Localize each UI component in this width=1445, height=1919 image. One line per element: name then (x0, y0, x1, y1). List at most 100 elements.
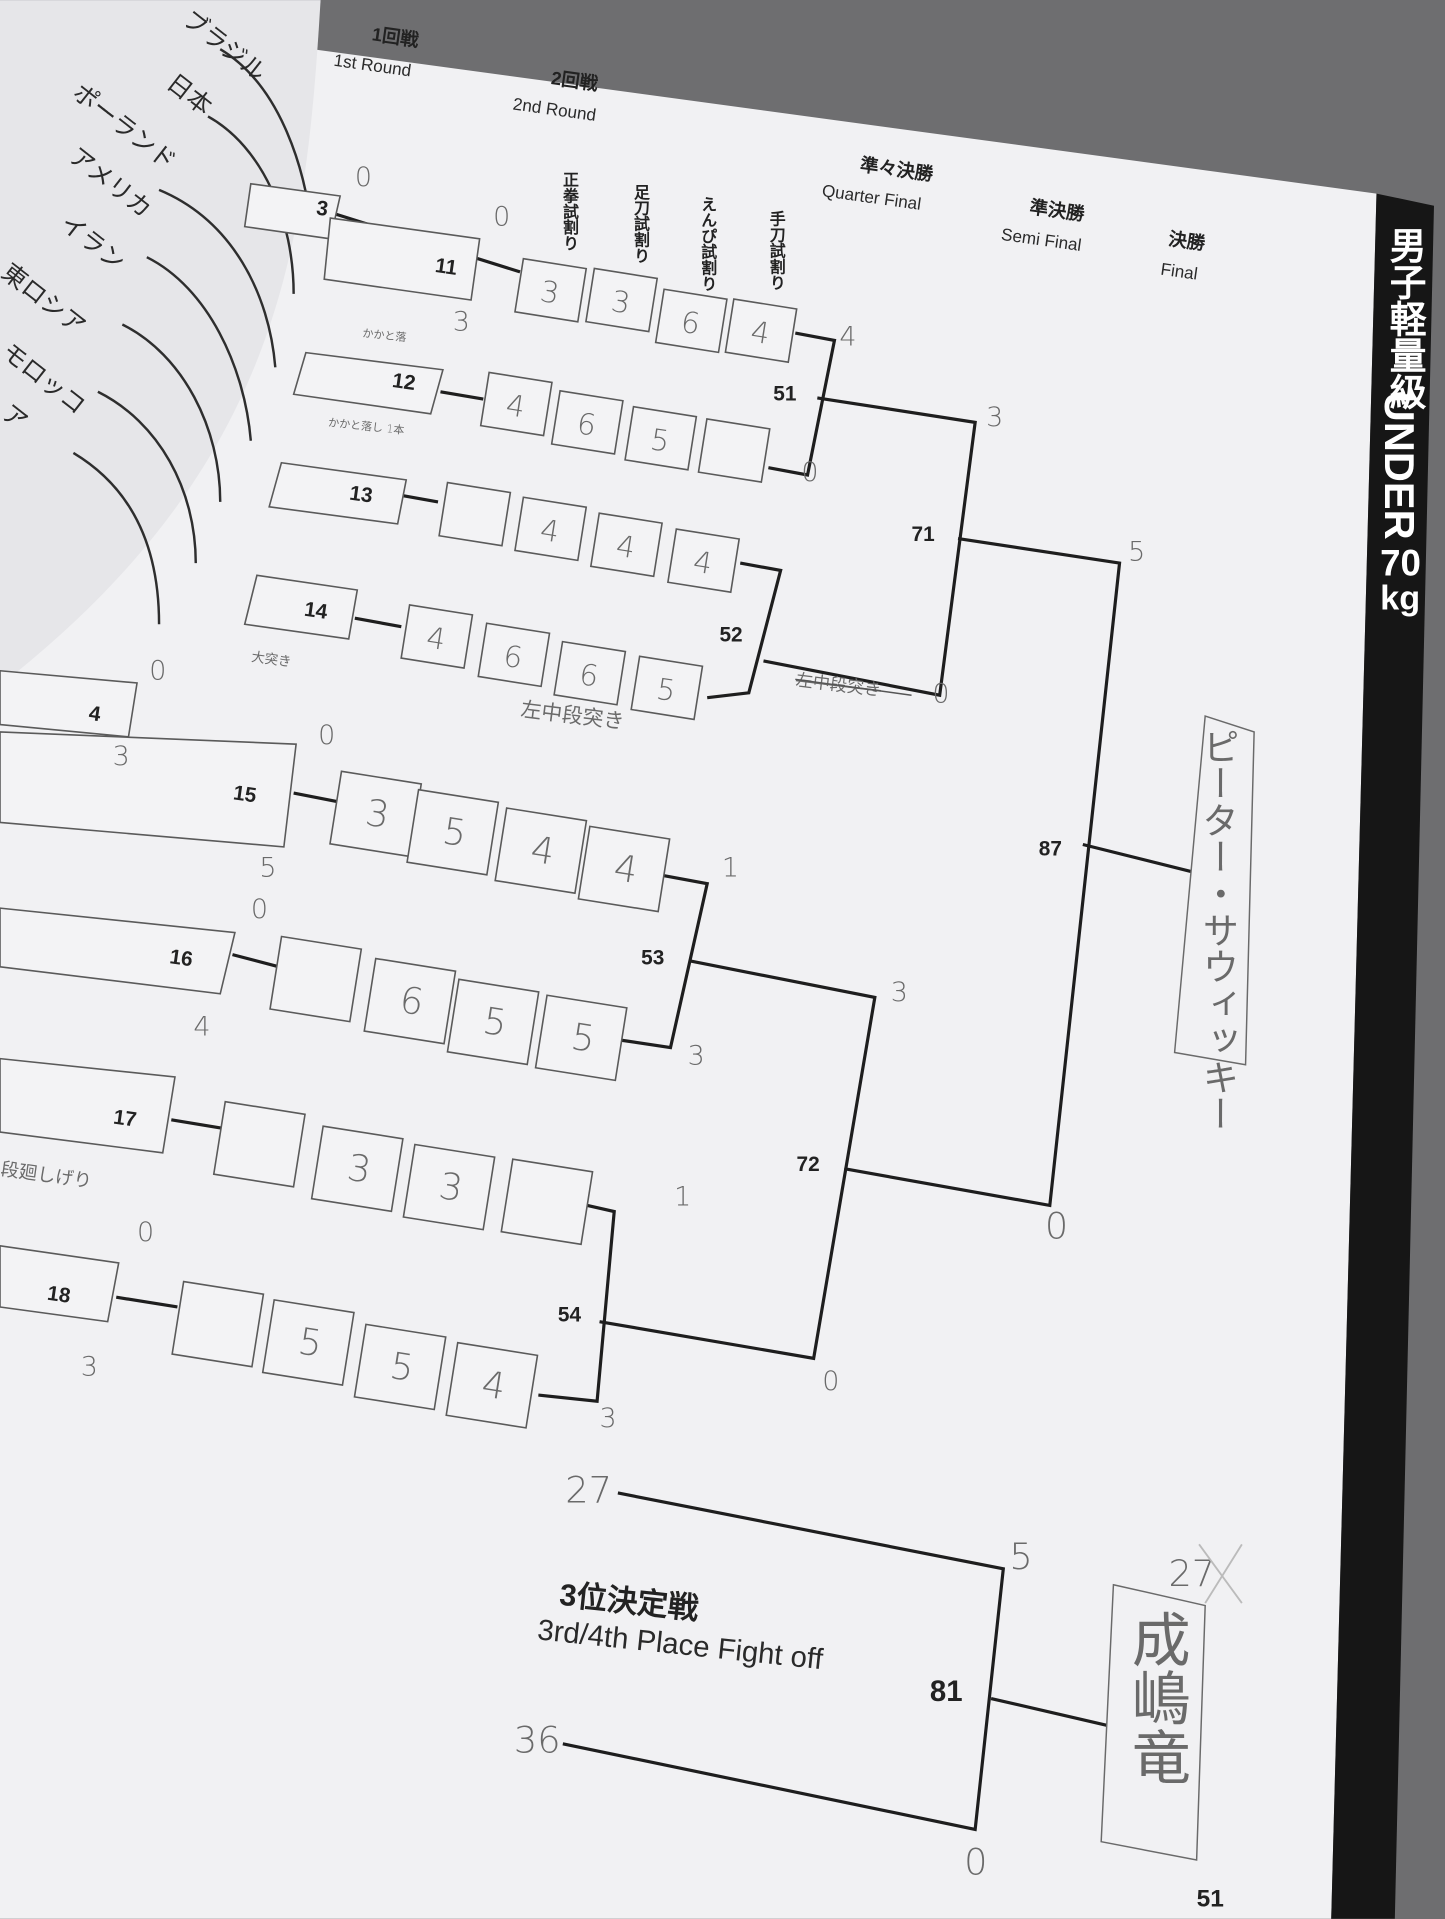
score-value: 4 (538, 513, 562, 550)
side-tab-strip (1331, 193, 1434, 1919)
score-box: 6 (654, 288, 728, 354)
score-box: 4 (724, 298, 798, 364)
score-box: 3 (402, 1143, 496, 1231)
score-box: 5 (624, 405, 698, 471)
third-place-winner-name: 成嶋竜 (1122, 1609, 1191, 1785)
note-tsuki: 大突き (250, 649, 292, 670)
score-box (500, 1158, 594, 1246)
score-box (212, 1100, 306, 1188)
match-81: 81 (930, 1675, 963, 1708)
competitor-number: 12 (391, 369, 417, 395)
competitor-number: 13 (348, 482, 374, 508)
score-box (697, 418, 771, 483)
match-54: 54 (558, 1304, 582, 1327)
handwritten-score: 3 (688, 1041, 705, 1072)
tameshiwari-headers: 正拳試割り 足刀試割り えんぴ試割り 手刀試割り (560, 172, 785, 292)
competitor-number: 11 (434, 254, 459, 280)
score-box: 3 (329, 770, 423, 858)
handwritten-score: 0 (149, 655, 166, 686)
score-box (171, 1280, 265, 1368)
handwritten-score: 27 (1168, 1552, 1215, 1595)
score-box: 4 (589, 512, 663, 578)
score-value: 4 (691, 545, 715, 582)
competitor-number: 15 (232, 781, 258, 807)
cross-mark (1204, 1543, 1243, 1604)
handwritten-score: 3 (81, 1352, 98, 1383)
match-52: 52 (719, 623, 742, 646)
match-51: 51 (773, 382, 796, 405)
handwritten-score: 0 (822, 1366, 839, 1397)
score-box: 5 (630, 655, 704, 721)
page-number: 51 (1197, 1886, 1224, 1913)
final-en: Final (1159, 260, 1198, 284)
competitor-box (0, 1245, 120, 1323)
tameshiwari-header: 手刀試割り (767, 210, 785, 291)
competitor-box (292, 351, 444, 415)
final-jp: 決勝 (1167, 228, 1207, 254)
first-round-boxes: 3 11 12 13 14 4 15 16 17 18 (0, 182, 481, 1323)
competitor-box (243, 574, 359, 640)
score-value: 6 (575, 406, 599, 443)
handwritten-score: 1 (674, 1181, 691, 1212)
handwritten-score: 0 (801, 457, 818, 488)
score-value: 6 (501, 639, 525, 676)
handwritten-score: 0 (251, 894, 268, 925)
competitor-box (268, 461, 408, 525)
score-box: 6 (363, 957, 457, 1045)
handwritten-score: 3 (891, 977, 908, 1008)
score-box: 5 (261, 1298, 355, 1386)
competitor-box (0, 669, 138, 738)
winner-name: ピーター・サウィッキー (1196, 728, 1239, 1132)
score-box: 4 (479, 371, 553, 437)
score-value: 5 (648, 422, 672, 459)
match-87: 87 (1039, 837, 1062, 860)
handwritten-score: 0 (318, 720, 335, 751)
tameshiwari-header: 足刀試割り (631, 184, 649, 264)
score-value: 6 (679, 305, 703, 342)
competitor-box (0, 1057, 176, 1154)
competitor-box (323, 217, 481, 301)
competitor-number: 4 (87, 702, 102, 726)
cross-mark (1198, 1543, 1243, 1604)
handwritten-score: 4 (193, 1011, 210, 1042)
handwritten-score: 36 (514, 1718, 561, 1761)
score-box: 5 (406, 788, 500, 876)
handwritten-score: 0 (493, 201, 510, 232)
score-box: 6 (477, 622, 551, 688)
side-tab: 男子軽量級 UNDER 70 kg (1376, 227, 1426, 618)
strikethrough-line (795, 678, 912, 696)
score-box (269, 935, 363, 1023)
tameshiwari-header: えんぴ試割り (699, 196, 717, 291)
score-value: 4 (748, 314, 772, 351)
score-box: 4 (445, 1341, 539, 1429)
competitor-number: 3 (315, 197, 330, 221)
handwritten-score: 0 (932, 679, 949, 710)
handwritten-score: 4 (839, 321, 856, 352)
competitor-number: 14 (303, 598, 330, 624)
winner-box: ピーター・サウィッキー (1173, 715, 1255, 1132)
handwritten-score: 5 (259, 852, 276, 883)
category-unit: kg (1380, 580, 1420, 618)
competitor-number: 18 (46, 1282, 72, 1308)
match-72: 72 (797, 1153, 820, 1176)
handwritten-score: 3 (113, 741, 130, 772)
handwritten-score: 0 (1045, 1204, 1068, 1247)
category-under: UNDER (1376, 392, 1423, 540)
score-box: 4 (400, 604, 474, 669)
score-value: 4 (504, 388, 528, 425)
tameshiwari-header: 正拳試割り (560, 172, 579, 252)
score-value: 4 (424, 620, 448, 657)
handwritten-score: 0 (964, 1841, 987, 1884)
handwritten-score: 0 (137, 1217, 154, 1248)
competitor-number: 17 (112, 1106, 138, 1132)
match-53: 53 (641, 946, 664, 969)
competitor-number: 16 (168, 945, 194, 971)
score-value: 6 (577, 657, 601, 694)
left-page (0, 0, 321, 686)
handwritten-score: 3 (600, 1403, 617, 1434)
handwritten-score: 27 (565, 1469, 612, 1512)
score-box: 4 (514, 496, 588, 562)
